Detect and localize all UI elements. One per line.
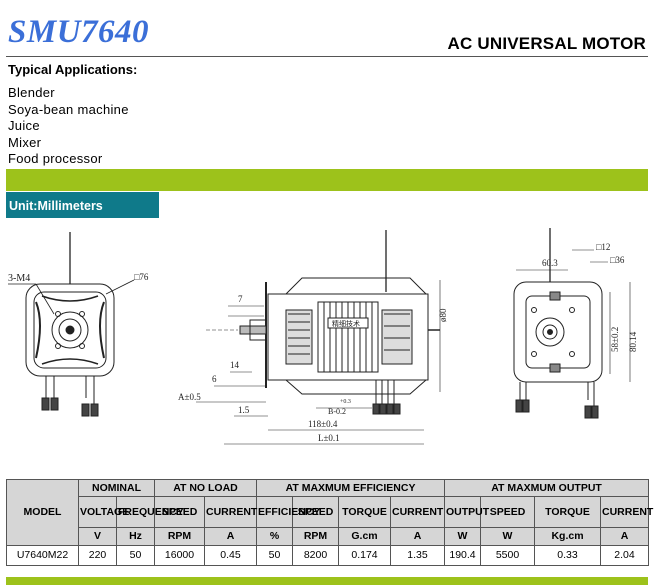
product-type: AC UNIVERSAL MOTOR: [447, 34, 646, 53]
front-square-dim: □76: [134, 272, 149, 282]
dim-1-5: 1.5: [238, 405, 250, 415]
footer-bar: [6, 577, 648, 585]
dim-58: 58±0.2: [610, 327, 620, 352]
title-divider: [6, 56, 648, 57]
dim-b: B-0.2: [328, 407, 346, 416]
cell-voltage: 220: [78, 545, 117, 566]
model-header: MODEL: [6, 479, 79, 546]
cell-frequency: 50: [116, 545, 155, 566]
applications-heading: Typical Applications:: [8, 62, 138, 77]
cell-no-load-current: 0.45: [204, 545, 257, 566]
applications-list: Blender Soya-bean machine Juice Mixer Fo…: [8, 85, 129, 168]
unit-cell: RPM: [154, 527, 205, 546]
unit-cell: Hz: [116, 527, 155, 546]
unit-cell: Kg.cm: [534, 527, 602, 546]
application-item: Juice: [8, 118, 40, 133]
dim-80-14: 80.14: [628, 331, 638, 352]
group-no-load: AT NO LOAD: [154, 479, 257, 497]
col-current: CURRENT: [204, 496, 257, 528]
dim-b-tolerance: +0.3: [340, 399, 351, 405]
unit-cell: A: [204, 527, 257, 546]
cell-out-current: 2.04: [600, 545, 650, 566]
dim-diameter-80: ø80: [438, 308, 448, 322]
unit-cell: RPM: [292, 527, 339, 546]
cell-no-load-speed: 16000: [154, 545, 205, 566]
application-item: Blender: [8, 85, 55, 100]
dim-60-3: 60.3: [542, 258, 558, 268]
group-max-efficiency: AT MAXMUM EFFICIENCY: [255, 479, 446, 497]
dim-14: 14: [230, 360, 240, 370]
unit-cell: A: [600, 527, 650, 546]
col-torque: TORQUE: [534, 496, 602, 528]
unit-cell: %: [256, 527, 293, 546]
col-current: CURRENT: [389, 496, 446, 528]
unit-cell: W: [444, 527, 482, 546]
table-row: U7640M22 220 50 16000 0.45 50 8200 0.174…: [6, 545, 650, 566]
cell-out-speed: 5500: [480, 545, 536, 566]
cell-output: 190.4: [444, 545, 482, 566]
application-item: Mixer: [8, 134, 42, 150]
front-view: 3-M4 □76: [8, 232, 149, 417]
front-terminal-label: 3-M4: [8, 273, 30, 284]
motor-drawing: 3-M4 □76 精细技术: [8, 228, 638, 445]
group-max-output: AT MAXMUM OUTPUT: [444, 479, 650, 497]
col-output: OUTPUT: [444, 496, 489, 528]
group-nominal: NOMINAL: [78, 479, 155, 497]
unit-cell: G.cm: [338, 527, 391, 546]
dim-118: 118±0.4: [308, 419, 338, 429]
dim-6: 6: [212, 374, 217, 384]
unit-cell: V: [78, 527, 117, 546]
col-speed: SPEED: [292, 496, 339, 528]
dim-l: L±0.1: [318, 433, 340, 443]
col-voltage: VOLTAGE: [78, 496, 129, 528]
cell-eff-speed: 8200: [292, 545, 339, 566]
cell-out-torque: 0.33: [534, 545, 602, 566]
col-efficiency: EFFICIENCY: [256, 496, 320, 528]
dim-square-12: □12: [596, 242, 610, 252]
col-frequency: FREQUENCY: [116, 496, 184, 528]
dim-square-36: □36: [610, 255, 625, 265]
application-item: Food processor: [8, 151, 103, 166]
unit-cell: W: [480, 527, 536, 546]
col-current: CURRENT: [600, 496, 653, 528]
section-divider-bar: [6, 169, 648, 191]
col-speed: SPEED: [154, 496, 205, 528]
side-view: 精细技术 7 14 6 A±0.5 1.5: [178, 230, 448, 445]
model-title: SMU7640: [8, 14, 150, 50]
cell-efficiency: 50: [256, 545, 293, 566]
cell-eff-current: 1.35: [389, 545, 446, 566]
spec-table: MODEL NOMINAL AT NO LOAD AT MAXMUM EFFIC…: [6, 479, 653, 566]
stator-marking: 精细技术: [332, 319, 360, 328]
col-torque: TORQUE: [338, 496, 391, 528]
unit-cell: A: [389, 527, 446, 546]
application-item: Soya-bean machine: [8, 101, 129, 117]
unit-label: Unit:Millimeters: [6, 192, 159, 218]
cell-eff-torque: 0.174: [338, 545, 391, 566]
cell-model: U7640M22: [6, 545, 79, 566]
dim-a: A±0.5: [178, 392, 201, 402]
rear-view: 60.3 □12 □36 58±0.2 80.14: [513, 228, 638, 419]
dim-7: 7: [238, 294, 243, 304]
